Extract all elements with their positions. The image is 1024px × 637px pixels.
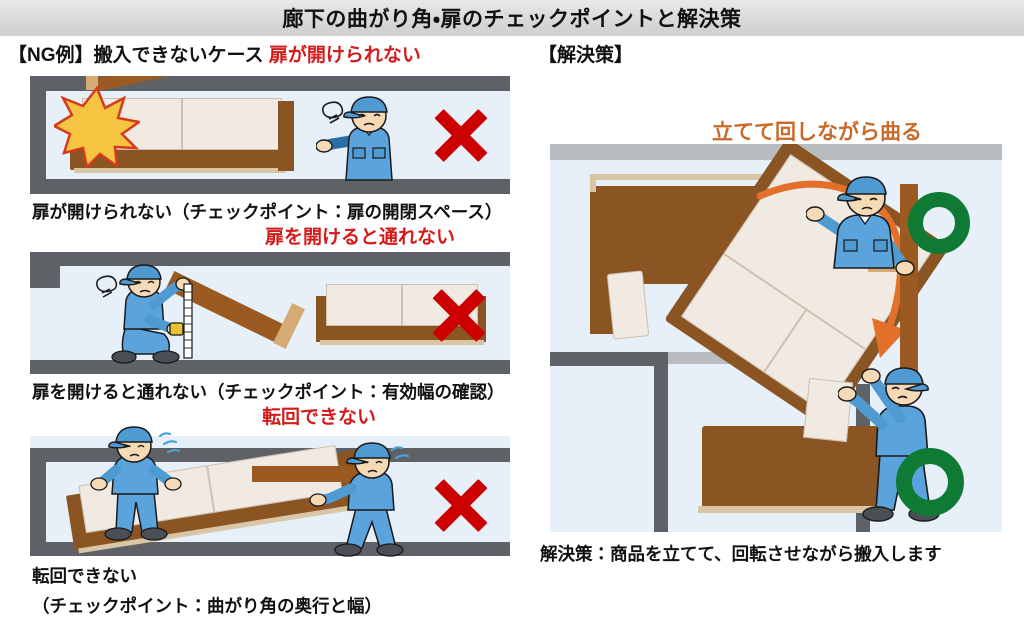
caption-case-cannot-turn-line2: （チェックポイント：曲がり角の奥行と幅） (32, 596, 382, 616)
caption-case-cannot-pass: 扉を開けると通れない（チェックポイント：有効幅の確認） (32, 382, 505, 402)
illustration-solution-rotate (550, 144, 1002, 532)
corridor-wall-top (30, 252, 510, 266)
lower-sofa-body (702, 426, 886, 508)
corridor-wall-left-stub (30, 252, 60, 288)
ok-mark-bottom (896, 448, 964, 516)
caption-solution: 解決策：商品を立てて、回転させながら搬入します (540, 544, 942, 564)
corridor-wall-left (30, 76, 46, 194)
ng-x-mark-case-2 (428, 284, 490, 346)
door-hinge (86, 76, 98, 90)
parked-sofa-rail-left (590, 174, 596, 192)
overlay-label-solution: 立てて回しながら曲る (712, 121, 922, 144)
page-title-bar: 廊下の曲がり角・扉のチェックポイントと解決策 (0, 0, 1024, 36)
left-heading-black: 【NG例】搬入できないケース (8, 45, 264, 66)
collision-burst-icon (54, 86, 140, 168)
illustration-case-cannot-turn (30, 426, 510, 557)
lower-sofa-rail (698, 506, 890, 513)
worker-figure-measuring (96, 264, 193, 364)
right-column-heading: 【解決策】 (538, 45, 634, 66)
overlay-label-case-2: 転回できない (262, 407, 377, 428)
corner-wall-left (30, 448, 46, 556)
illustration-case-door-cannot-open (30, 76, 510, 194)
worker-figure-left-carrying (90, 426, 182, 541)
ng-x-mark-case-1 (430, 104, 492, 166)
corner-wall-lower-left (550, 352, 666, 366)
left-heading-red: 扉が開けられない (268, 45, 421, 66)
ok-mark-top (908, 192, 970, 254)
left-column-ng-examples: 【NG例】搬入できないケース 扉が開けられない (0, 36, 512, 637)
corridor-wall-bottom (30, 360, 510, 374)
door-panel (252, 466, 372, 482)
sofa-armrest (278, 101, 294, 171)
illustration-case-cannot-pass (30, 252, 510, 374)
worker-figure-rotating (806, 176, 915, 276)
corner-wall-vertical (654, 352, 668, 532)
worker-figure-right-pushing (309, 442, 410, 557)
sofa-base-rail (320, 340, 484, 345)
corridor-wall-bottom (30, 179, 510, 194)
sofa-base-rail (74, 168, 286, 173)
left-column-heading: 【NG例】搬入できないケース 扉が開けられない (8, 46, 421, 65)
caption-case-cannot-turn-line1: 転回できない (32, 566, 137, 586)
caption-case-door-cannot-open: 扉が開けられない（チェックポイント：扉の開閉スペース） (32, 202, 503, 222)
overlay-label-case-1: 扉を開けると通れない (265, 227, 456, 248)
sofa-cushion-right (182, 98, 282, 150)
worker-figure-pointing (316, 96, 393, 181)
ng-x-mark-case-3 (430, 474, 492, 536)
sofa-cushion-left (326, 284, 402, 326)
page-title: 廊下の曲がり角・扉のチェックポイントと解決策 (282, 8, 742, 31)
parked-sofa-rail (590, 174, 778, 180)
right-column-solution: 【解決策】 立てて回しながら曲る (512, 36, 1024, 637)
parked-sofa-cushion (606, 270, 650, 340)
